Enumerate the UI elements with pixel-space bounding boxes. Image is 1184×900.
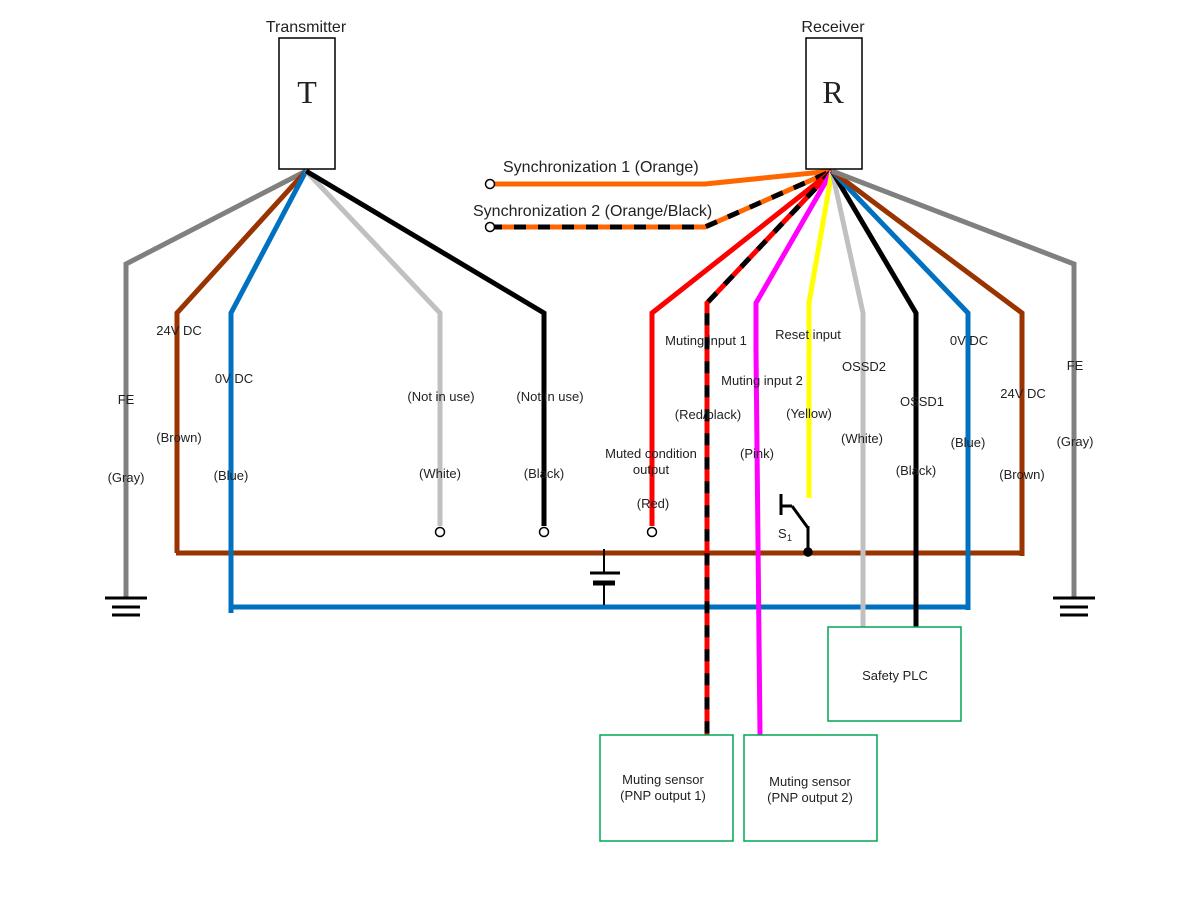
safety-plc-box (827, 626, 962, 722)
rx-muted-wire (649, 169, 834, 526)
tx-white-wire (304, 169, 443, 526)
tx-black-color: (Black) (524, 466, 564, 481)
rx-ossd2-wire (829, 170, 866, 627)
sync1-terminal (484, 178, 496, 190)
tx-black-wire (304, 168, 547, 526)
receiver-title: Receiver (801, 19, 865, 36)
switch-s1-node (803, 547, 813, 557)
rx-ossd2-label: OSSD2 (842, 359, 886, 374)
tx-24v-wire (174, 169, 308, 553)
tx-white-color: (White) (419, 466, 461, 481)
rx-muting2-wire (753, 169, 835, 736)
sync2-terminal (484, 221, 496, 233)
muting-sensor-2-label-2: (PNP output 2) (767, 790, 853, 805)
tx-white-terminal (434, 526, 446, 538)
rx-fe-label: FE (1067, 358, 1084, 373)
rx-muting2-label: Muting input 2 (721, 373, 803, 388)
rx-0v-label: 0V DC (950, 333, 988, 348)
switch-s1-label: S (778, 526, 787, 541)
sync1-wire (490, 168, 833, 187)
rx-24v-wire (830, 168, 1025, 556)
rx-muted-label-1: Muted condition (605, 446, 697, 461)
rx-24v-label: 24V DC (1000, 386, 1046, 401)
rx-24v-color: (Brown) (999, 467, 1045, 482)
sync1-label: Synchronization 1 (Orange) (503, 159, 699, 176)
wires-layer (105, 168, 1095, 736)
safety-plc-label: Safety PLC (862, 668, 928, 683)
tx-fe-wire (123, 168, 308, 598)
rx-reset-color: (Yellow) (786, 406, 832, 421)
switch-s1-subscript: 1 (787, 533, 792, 543)
muting-sensor-2-label-1: Muting sensor (769, 774, 851, 789)
tx-0v-color: (Blue) (214, 468, 249, 483)
receiver-box (805, 37, 863, 170)
tx-24v-label: 24V DC (156, 323, 202, 338)
rx-muted-terminal (646, 526, 658, 538)
rx-reset-label: Reset input (775, 327, 841, 342)
muting-sensor-1-box (599, 734, 734, 842)
tx-black-label: (Not in use) (516, 389, 583, 404)
rx-ossd2-color: (White) (841, 431, 883, 446)
tx-fe-color: (Gray) (108, 470, 145, 485)
rx-muting1-label: Muting input 1 (665, 333, 747, 348)
rx-muted-color: (Red) (637, 496, 670, 511)
rx-fe-wire (831, 168, 1077, 598)
sync2-label: Synchronization 2 (Orange/Black) (473, 203, 712, 220)
rx-0v-wire (830, 169, 971, 610)
rx-muting2-color: (Pink) (740, 446, 774, 461)
sync2-wire-base (490, 168, 834, 230)
rx-ossd1-color: (Black) (896, 463, 936, 478)
tx-white-label: (Not in use) (407, 389, 474, 404)
receiver-letter: R (822, 74, 844, 110)
muting-sensor-1-label-2: (PNP output 1) (620, 788, 706, 803)
rx-muting1-wire-base (704, 169, 834, 735)
tx-0v-label: 0V DC (215, 371, 253, 386)
muting-sensor-1-label-1: Muting sensor (622, 772, 704, 787)
rx-ossd1-label: OSSD1 (900, 394, 944, 409)
rx-reset-wire (806, 170, 835, 498)
tx-fe-label: FE (118, 392, 135, 407)
tx-24v-color: (Brown) (156, 430, 202, 445)
rx-muted-label-2: output (633, 462, 670, 477)
tx-0v-wire (228, 169, 309, 613)
tx-black-terminal (538, 526, 550, 538)
transmitter-box (278, 37, 336, 170)
rx-0v-color: (Blue) (951, 435, 986, 450)
rx-fe-color: (Gray) (1057, 434, 1094, 449)
transmitter-letter: T (297, 74, 317, 110)
transmitter-title: Transmitter (266, 19, 347, 36)
rx-muting1-color: (Red/black) (675, 407, 741, 422)
switch-s1-blade (790, 505, 810, 529)
muting-sensor-2-box (743, 734, 878, 842)
rx-ossd1-wire (829, 169, 919, 627)
